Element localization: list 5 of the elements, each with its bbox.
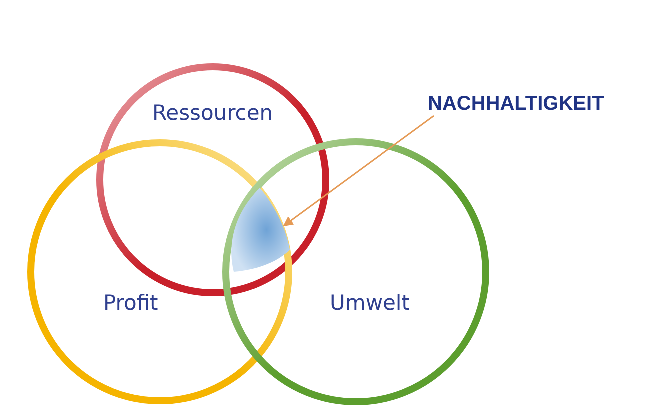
circle-label: Ressourcen bbox=[152, 101, 274, 125]
circle-label: Profit bbox=[104, 291, 158, 315]
leader-arrow bbox=[283, 115, 434, 227]
circle-label: Umwelt bbox=[330, 291, 410, 315]
heading-label: NACHHALTIGKEIT bbox=[428, 93, 604, 116]
